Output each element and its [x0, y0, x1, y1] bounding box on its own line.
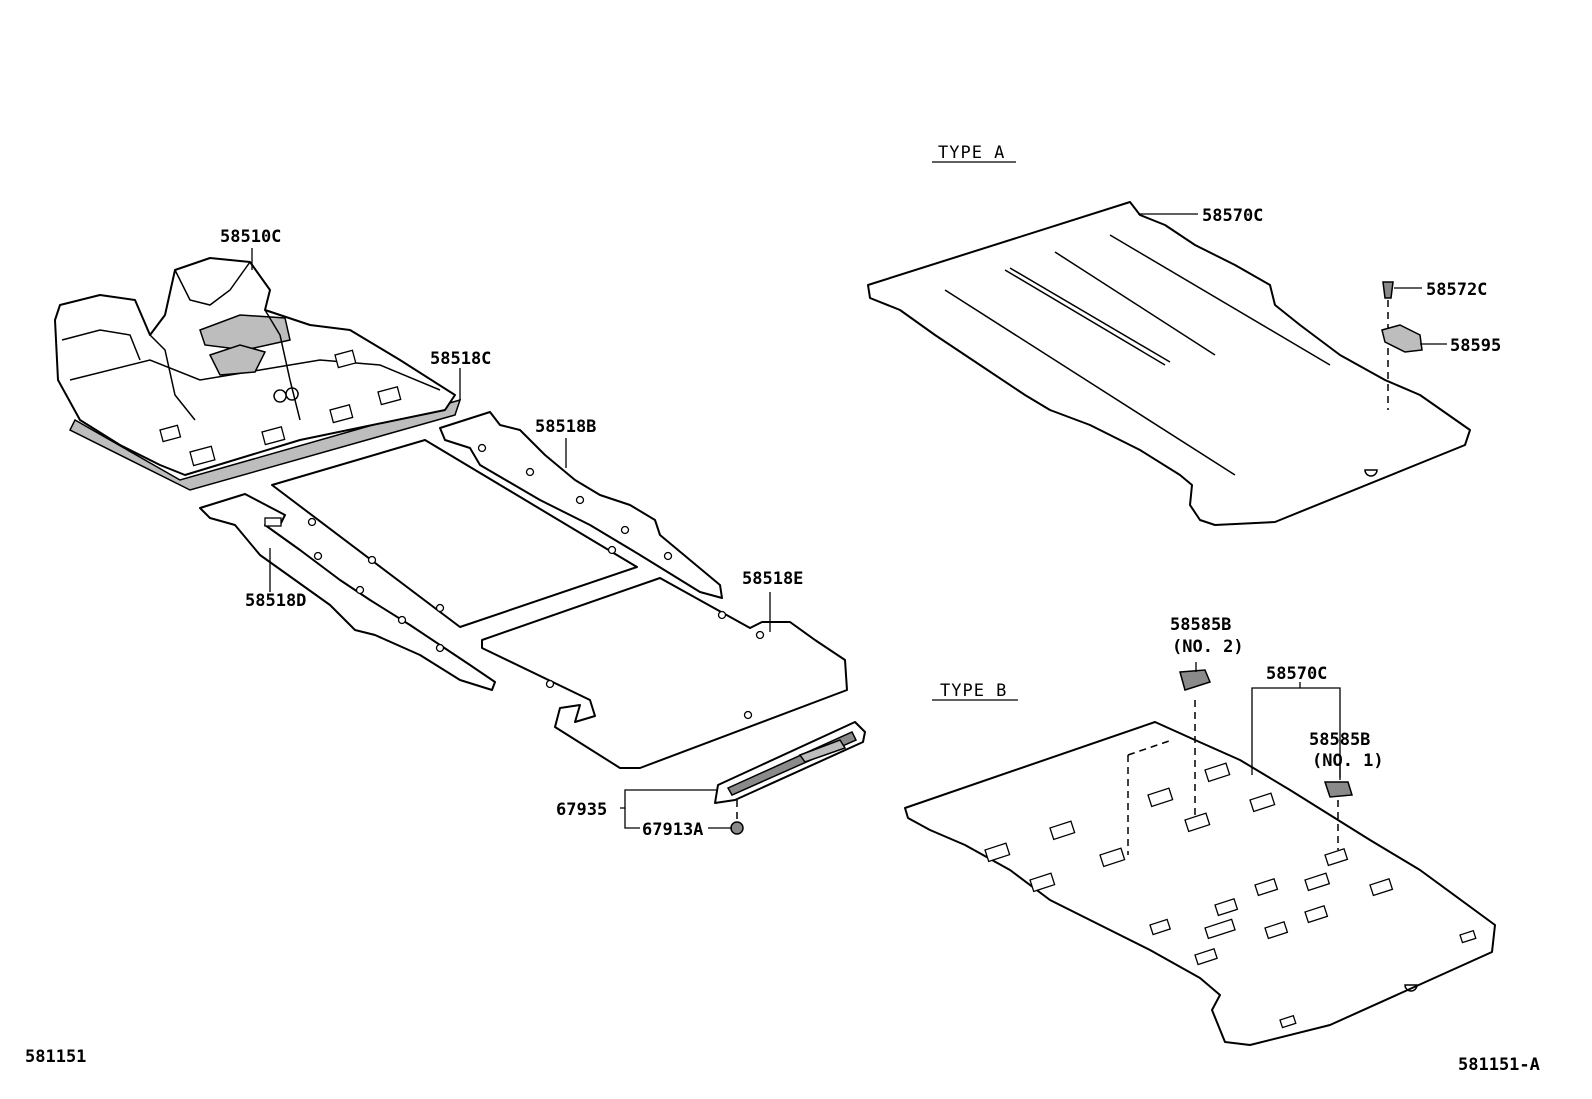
- part-label-no1: (NO. 1): [1312, 751, 1384, 771]
- drawing-number: 581151: [25, 1047, 86, 1067]
- part-label-58518c: 58518C: [430, 349, 491, 369]
- floor-carpet-right-strip: [439, 411, 723, 599]
- labels: TYPE A TYPE B 58510C 58518C 58518B 58518…: [25, 143, 1540, 1075]
- type-b-carpet: [904, 669, 1496, 1046]
- part-label-58572c: 58572C: [1426, 280, 1487, 300]
- part-label-58585b-no2: 58585B: [1170, 615, 1231, 635]
- type-a-carpet: [867, 201, 1471, 526]
- part-label-58518b: 58518B: [535, 417, 596, 437]
- part-label-67913a: 67913A: [642, 820, 703, 840]
- part-label-58518e: 58518E: [742, 569, 803, 589]
- part-label-58595: 58595: [1450, 336, 1501, 356]
- leader-lines: [251, 161, 1447, 829]
- part-label-58585b-no1: 58585B: [1309, 730, 1370, 750]
- variant-number: 581151-A: [1458, 1055, 1540, 1075]
- part-label-58570c-type-b: 58570C: [1266, 664, 1327, 684]
- front-floor-carpet: [54, 257, 462, 491]
- part-label-58570c-type-a: 58570C: [1202, 206, 1263, 226]
- part-label-58518d: 58518D: [245, 591, 306, 611]
- type-a-header: TYPE A: [938, 143, 1005, 163]
- part-label-58510c: 58510C: [220, 227, 281, 247]
- type-b-header: TYPE B: [940, 681, 1007, 701]
- scuff-plate: [714, 721, 866, 835]
- part-label-67935: 67935: [556, 800, 607, 820]
- floor-carpet-rear-pad: [481, 577, 848, 769]
- floor-carpet-left-strip: [199, 493, 496, 691]
- part-label-no2: (NO. 2): [1172, 637, 1244, 657]
- floor-carpet-center-pad: [271, 439, 638, 628]
